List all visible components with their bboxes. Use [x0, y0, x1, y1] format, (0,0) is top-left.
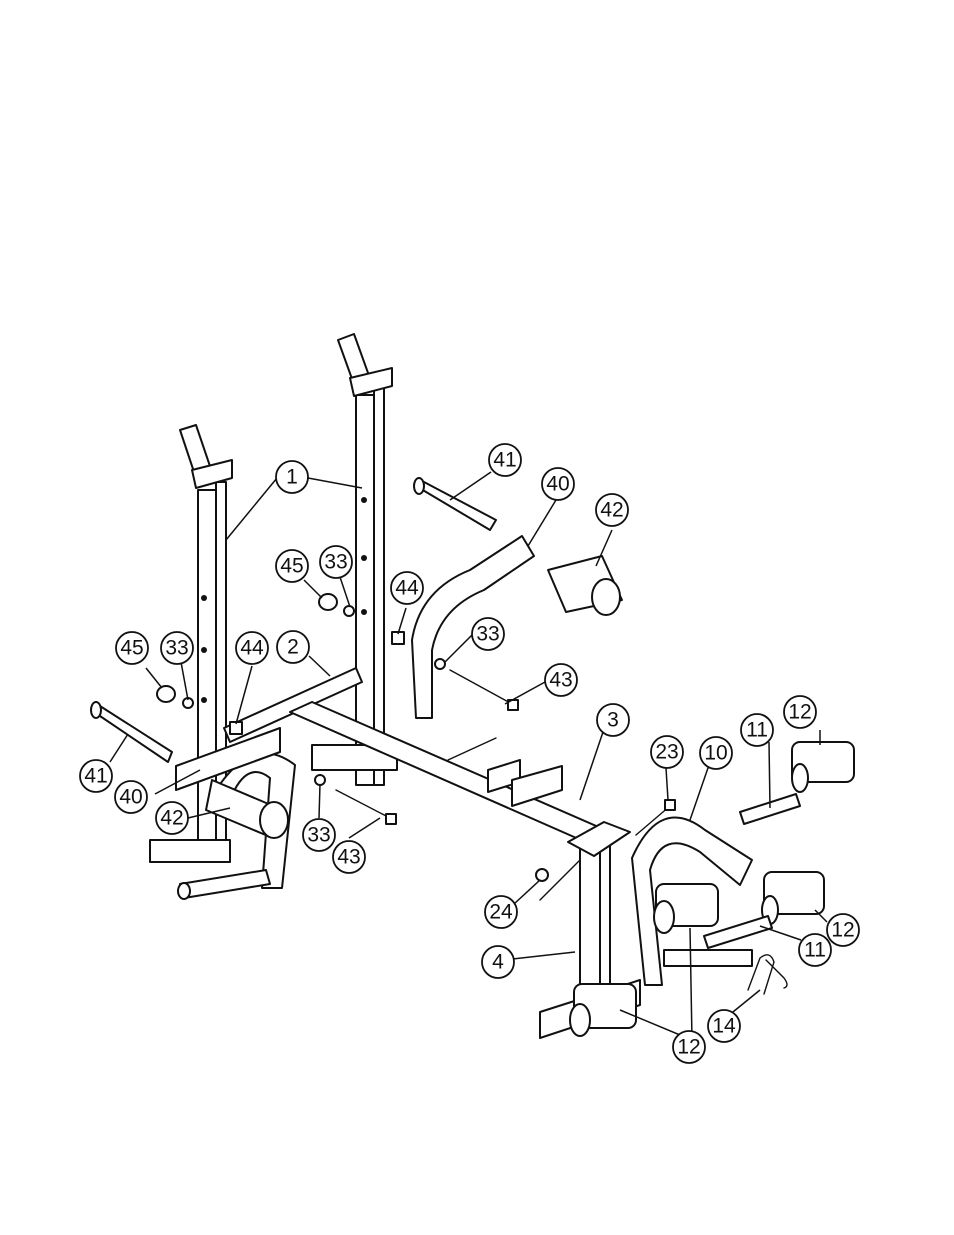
- roller-tube-41-left: [93, 705, 173, 763]
- washer-33-back: [434, 658, 446, 670]
- callout-12-right: 12: [826, 913, 860, 947]
- foot-roller-tube: [179, 869, 271, 899]
- leader-lines: [109, 471, 828, 1041]
- svg-text:2: 2: [287, 636, 299, 659]
- roller-tube-41-right: [415, 481, 497, 531]
- svg-text:44: 44: [240, 637, 264, 660]
- svg-text:12: 12: [677, 1036, 700, 1059]
- svg-text:12: 12: [788, 701, 811, 724]
- svg-text:41: 41: [493, 449, 516, 472]
- svg-text:45: 45: [280, 555, 303, 578]
- knob-45-left: [156, 685, 176, 703]
- callout-33-upper: 33: [319, 545, 353, 579]
- callout-12-upper: 12: [783, 695, 817, 729]
- svg-text:42: 42: [160, 807, 183, 830]
- callout-11-upper: 11: [740, 713, 774, 747]
- svg-text:11: 11: [746, 719, 768, 742]
- callout-1: 1: [275, 460, 309, 494]
- callout-4: 4: [481, 945, 515, 979]
- callout-12-bottom: 12: [672, 1030, 706, 1064]
- callout-43-right: 43: [544, 663, 578, 697]
- cross-bar: [223, 667, 363, 743]
- foam-roller-42-left: [205, 779, 289, 839]
- callout-45-left: 45: [115, 631, 149, 665]
- callout-33-lower: 33: [302, 818, 336, 852]
- svg-text:12: 12: [831, 919, 854, 942]
- washer-33-front: [314, 774, 326, 786]
- svg-text:23: 23: [655, 741, 678, 764]
- washer-33-right: [343, 605, 355, 617]
- callout-40-left: 40: [114, 780, 148, 814]
- knob-45-right: [318, 593, 338, 611]
- callout-43-lower: 43: [332, 840, 366, 874]
- foam-roller-42-right: [547, 555, 623, 616]
- svg-text:43: 43: [337, 846, 360, 869]
- roller-tube-11-pin: [663, 949, 753, 967]
- callout-11-lower: 11: [798, 933, 832, 967]
- roller-tube-11-lower: [703, 915, 773, 949]
- foam-roller-12-a: [791, 741, 855, 793]
- cap-24: [535, 868, 549, 882]
- foam-roller-12-d: [569, 983, 637, 1037]
- callout-44-right: 44: [390, 571, 424, 605]
- svg-text:45: 45: [120, 637, 143, 660]
- callout-14: 14: [707, 1009, 741, 1043]
- svg-text:33: 33: [165, 637, 188, 660]
- svg-text:14: 14: [712, 1015, 736, 1038]
- callout-44-left: 44: [235, 631, 269, 665]
- callout-33-left: 33: [160, 631, 194, 665]
- callout-2: 2: [276, 630, 310, 664]
- foam-roller-12-b: [761, 871, 825, 925]
- right-upright: [311, 333, 398, 786]
- callout-45-upper: 45: [275, 549, 309, 583]
- callouts: 1 2 3 4 10 11 11 12 12 12 14 23 24 33 33…: [79, 443, 860, 1064]
- svg-text:4: 4: [492, 951, 504, 974]
- svg-text:40: 40: [119, 786, 142, 809]
- svg-text:11: 11: [804, 939, 826, 962]
- callout-40-right: 40: [541, 467, 575, 501]
- bolt-23: [635, 805, 671, 836]
- callout-10: 10: [699, 736, 733, 770]
- svg-text:10: 10: [704, 742, 727, 765]
- callout-33-right: 33: [471, 617, 505, 651]
- bolt-43-left: [335, 789, 391, 819]
- callout-42-left: 42: [155, 801, 189, 835]
- svg-text:24: 24: [489, 901, 513, 924]
- callout-23: 23: [650, 735, 684, 769]
- svg-text:3: 3: [607, 709, 619, 732]
- svg-text:33: 33: [307, 824, 330, 847]
- svg-text:41: 41: [84, 765, 107, 788]
- hairpin-14: [747, 954, 788, 995]
- svg-text:40: 40: [546, 473, 569, 496]
- callout-3: 3: [596, 703, 630, 737]
- foam-roller-12-c: [653, 883, 719, 934]
- callout-42-right: 42: [595, 493, 629, 527]
- callout-41-right: 41: [488, 443, 522, 477]
- svg-text:1: 1: [286, 466, 298, 489]
- callout-24: 24: [484, 895, 518, 929]
- callout-41-left: 41: [79, 759, 113, 793]
- right-leg-lever: [631, 816, 753, 986]
- svg-text:33: 33: [324, 551, 347, 574]
- svg-text:43: 43: [549, 669, 572, 692]
- back-lever: [411, 535, 535, 719]
- svg-text:44: 44: [395, 577, 419, 600]
- bolt-43-right: [449, 669, 513, 705]
- svg-text:42: 42: [600, 499, 623, 522]
- svg-text:33: 33: [476, 623, 499, 646]
- roller-tube-11-upper: [739, 793, 801, 825]
